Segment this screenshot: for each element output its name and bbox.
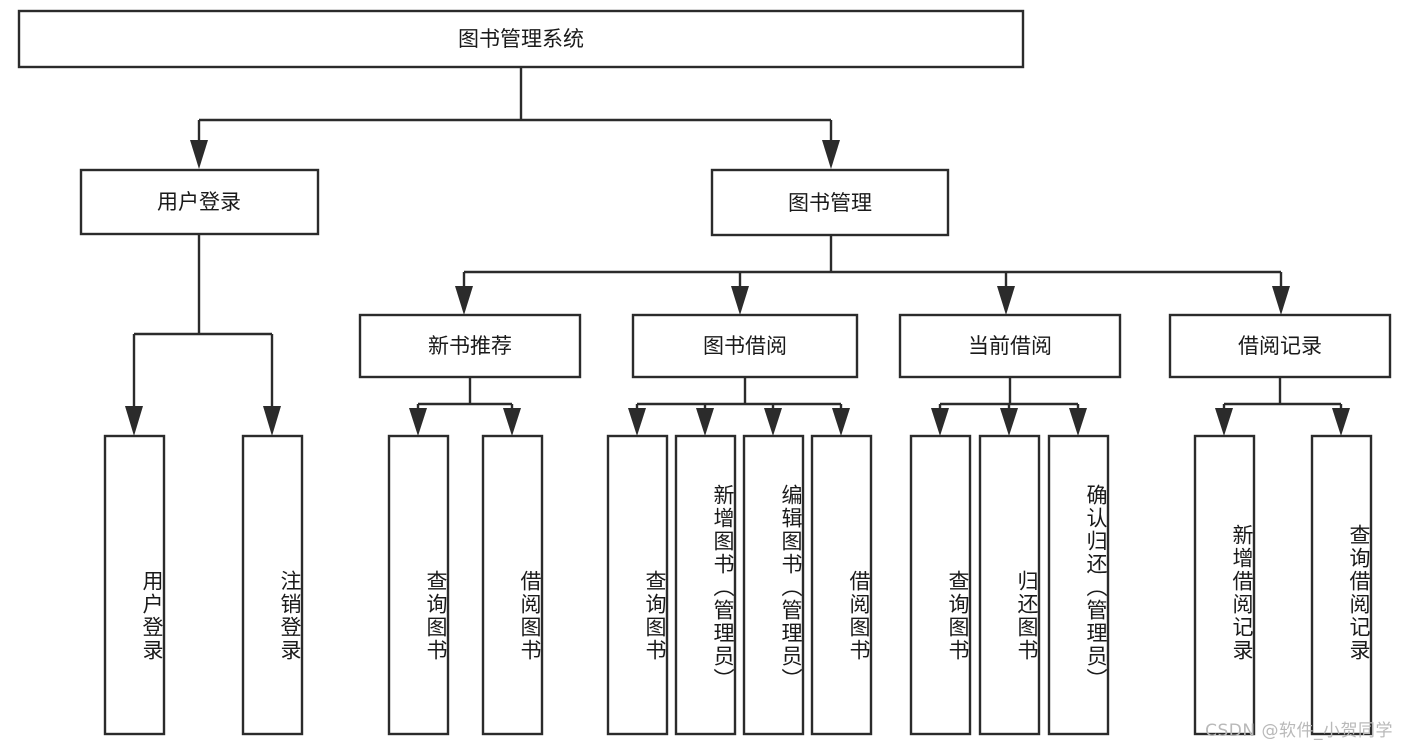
node-book-manage[interactable]: 图书管理 — [710, 168, 950, 237]
leaf-box-user-login[interactable] — [103, 434, 166, 736]
connector-group-book-manage — [455, 235, 1290, 315]
node-user-login-box[interactable] — [79, 168, 320, 236]
node-root-label: 图书管理系统 — [458, 27, 584, 51]
connector-group-root — [190, 67, 840, 169]
node-book-manage-box[interactable] — [710, 168, 950, 237]
csdn-watermark: CSDN @软件_小贺同学 — [1205, 721, 1393, 741]
arrow-head-current-borrow — [997, 286, 1015, 315]
node-new-book-recommend[interactable]: 新书推荐 — [358, 313, 582, 379]
connector-group-book-borrow — [628, 377, 850, 436]
arrow-head-book-manage — [822, 140, 840, 169]
leaf-boxes-group — [103, 434, 1373, 736]
arrow-head-borrow-record — [1272, 286, 1290, 315]
leaf-box-confirm-return[interactable] — [1047, 434, 1110, 736]
node-user-login[interactable]: 用户登录 — [79, 168, 320, 236]
arrow-head-leaf-edit-book — [764, 408, 782, 436]
leaf-box-return-book[interactable] — [978, 434, 1041, 736]
leaf-box-add-record[interactable] — [1193, 434, 1256, 736]
node-borrow-record-label: 借阅记录 — [1238, 334, 1322, 358]
node-new-book-recommend-label: 新书推荐 — [428, 334, 512, 358]
leaf-box-query-book-1[interactable] — [387, 434, 450, 736]
arrow-head-leaf-borrow-book-1 — [503, 408, 521, 436]
node-current-borrow-label: 当前借阅 — [968, 334, 1052, 358]
node-borrow-record[interactable]: 借阅记录 — [1168, 313, 1392, 379]
node-current-borrow[interactable]: 当前借阅 — [898, 313, 1122, 379]
leaf-box-logout-login[interactable] — [241, 434, 304, 736]
connector-group-borrow-record — [1215, 377, 1350, 436]
arrow-head-leaf-borrow-book-2 — [832, 408, 850, 436]
node-book-manage-label: 图书管理 — [788, 191, 872, 215]
leaf-box-borrow-book-1[interactable] — [481, 434, 544, 736]
arrow-head-leaf-return-book — [1000, 408, 1018, 436]
arrow-head-leaf-query-book-1 — [409, 408, 427, 436]
node-new-book-recommend-box[interactable] — [358, 313, 582, 379]
arrow-head-leaf-add-book — [696, 408, 714, 436]
node-book-borrow-label: 图书借阅 — [703, 334, 787, 358]
node-user-login-label: 用户登录 — [157, 190, 241, 214]
arrow-head-new-book-recommend — [455, 286, 473, 315]
arrow-head-leaf-confirm-return — [1069, 408, 1087, 436]
arrow-head-user-login — [190, 140, 208, 169]
node-root[interactable]: 图书管理系统 — [17, 9, 1025, 69]
arrow-head-leaf-query-book-2 — [628, 408, 646, 436]
arrow-head-leaf-add-record — [1215, 408, 1233, 436]
node-root-box[interactable] — [17, 9, 1025, 69]
arrow-head-book-borrow — [731, 286, 749, 315]
node-book-borrow-box[interactable] — [631, 313, 859, 379]
arrow-head-leaf-user-login — [125, 406, 143, 436]
leaf-box-edit-book[interactable] — [742, 434, 805, 736]
node-current-borrow-box[interactable] — [898, 313, 1122, 379]
leaf-box-query-book-2[interactable] — [606, 434, 669, 736]
connector-group-new-book-recommend — [409, 377, 521, 436]
leaf-box-query-record[interactable] — [1310, 434, 1373, 736]
leaf-box-query-book-3[interactable] — [909, 434, 972, 736]
connector-group-user-login — [125, 234, 281, 436]
node-book-borrow[interactable]: 图书借阅 — [631, 313, 859, 379]
node-borrow-record-box[interactable] — [1168, 313, 1392, 379]
arrow-head-leaf-query-record — [1332, 408, 1350, 436]
leaf-box-borrow-book-2[interactable] — [810, 434, 873, 736]
leaf-box-add-book[interactable] — [674, 434, 737, 736]
arrow-head-leaf-logout-login — [263, 406, 281, 436]
connector-group-current-borrow — [931, 377, 1087, 436]
arrow-head-leaf-query-book-3 — [931, 408, 949, 436]
